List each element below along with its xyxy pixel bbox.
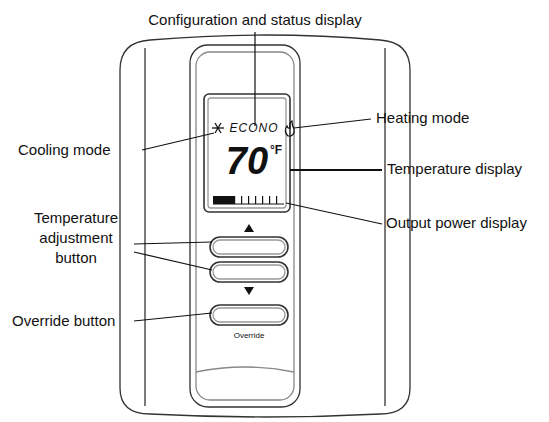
button-caption: Override — [234, 331, 265, 341]
power-segment — [241, 196, 242, 204]
unit-text: °F — [270, 143, 282, 157]
power-segment — [269, 196, 270, 204]
override-button — [210, 305, 288, 325]
callout-label: Temperature adjustment button — [22, 208, 130, 268]
down-arrow — [244, 287, 254, 295]
faceplate — [190, 45, 300, 407]
callout-label: Override button — [12, 311, 115, 331]
up-arrow — [244, 224, 254, 232]
leader-line — [134, 252, 212, 270]
flame-symbol — [285, 121, 294, 136]
power-segment — [262, 196, 263, 204]
power-segment — [213, 196, 220, 204]
status-text: ECONO — [229, 121, 278, 135]
leader-line — [290, 169, 382, 171]
leader-line — [142, 133, 214, 150]
up-button — [210, 237, 288, 257]
callout-label: Temperature display — [387, 159, 522, 179]
override-button-inner — [213, 308, 285, 322]
snowflake-symbol — [212, 123, 224, 133]
callout-label: Cooling mode — [18, 140, 111, 160]
up-button-inner — [213, 240, 285, 254]
power-segment — [220, 196, 227, 204]
power-segment — [234, 196, 235, 204]
leader-line — [134, 313, 212, 321]
bottom-curve — [196, 367, 294, 372]
callout-label: Heating mode — [376, 108, 469, 128]
leader-line — [134, 242, 212, 244]
lcd-screen — [208, 98, 286, 208]
leader-line — [254, 32, 255, 126]
power-segment — [255, 196, 256, 204]
power-segment — [227, 196, 234, 204]
housing-groove — [384, 48, 385, 406]
output-power-bar — [213, 196, 284, 204]
power-baseline — [213, 204, 284, 205]
lcd-window — [204, 94, 290, 212]
faceplate-inner — [196, 52, 294, 400]
power-segment — [248, 196, 249, 204]
housing-groove — [144, 48, 145, 406]
temperature-value: 70 — [226, 141, 268, 181]
callout-label: Configuration and status display — [148, 10, 361, 30]
down-button — [210, 262, 288, 282]
leader-line — [286, 203, 382, 224]
down-button-inner — [213, 265, 285, 279]
housing-outline — [120, 35, 410, 417]
power-segment — [276, 196, 277, 204]
callout-label: Output power display — [386, 213, 527, 233]
leader-line — [294, 119, 371, 128]
